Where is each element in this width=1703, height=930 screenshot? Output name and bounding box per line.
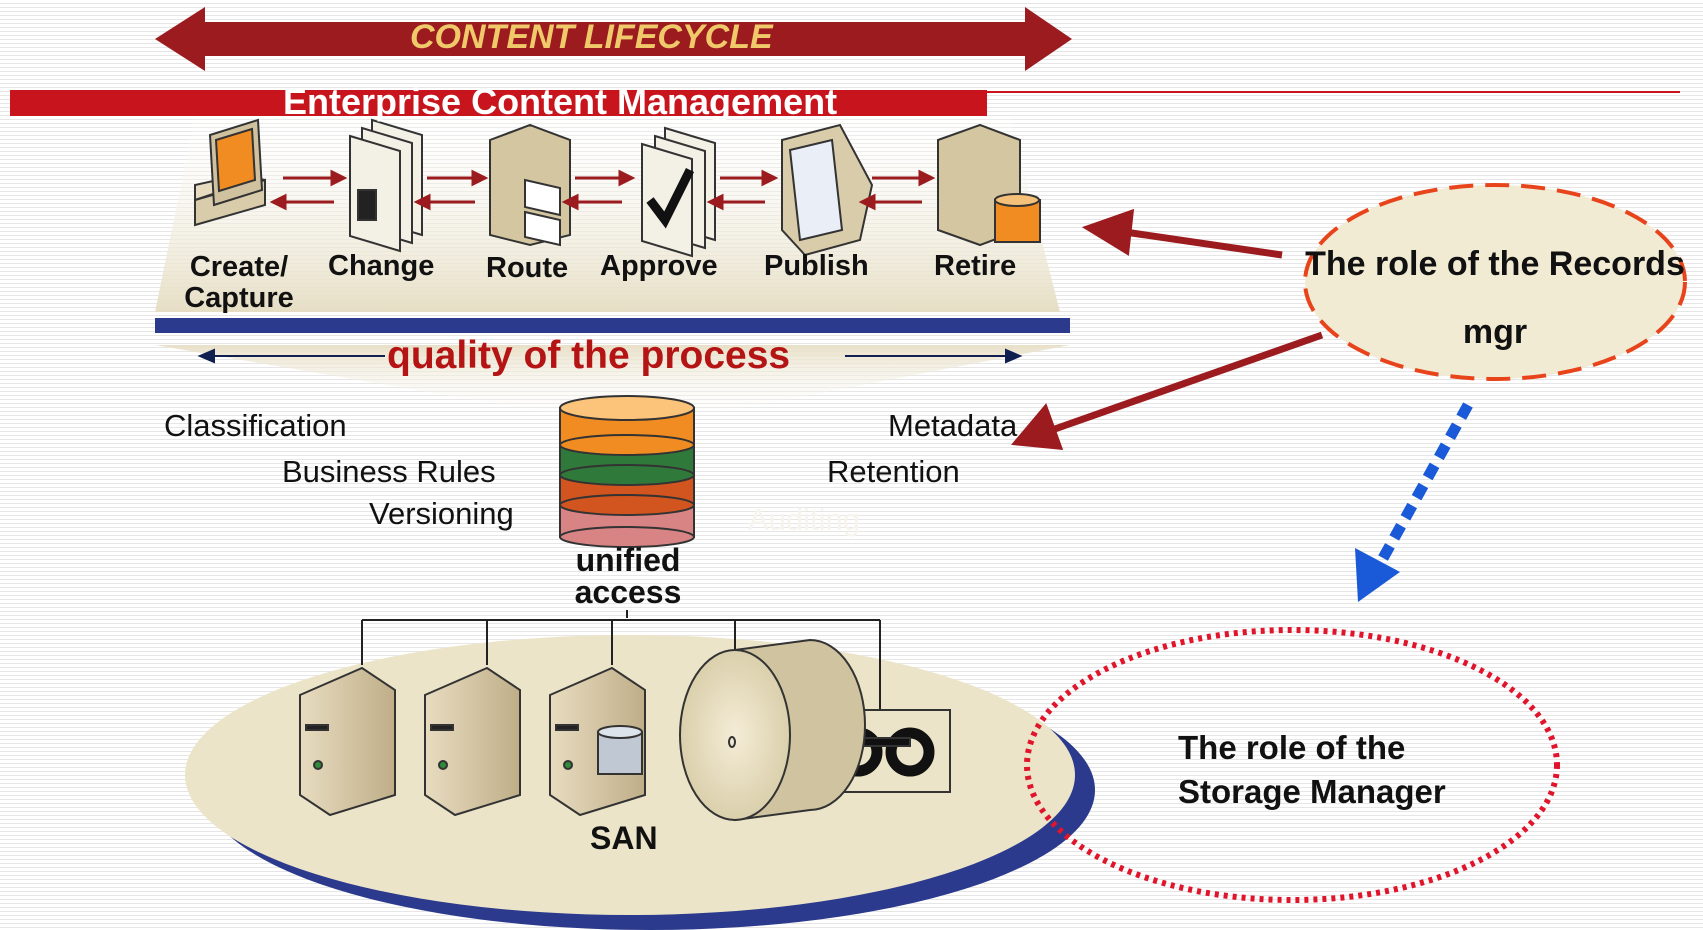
storage-manager-label: The role of the Storage Manager [1178, 729, 1446, 810]
ecm-label: Enterprise Content Management [283, 81, 838, 122]
delegation-arrow [1377, 402, 1473, 563]
archive-server-icon [937, 123, 1041, 247]
disk-server-icon [549, 666, 646, 817]
publishing-monitor-icon [781, 123, 874, 257]
records-manager-callout [1303, 183, 1687, 381]
quality-arrow [197, 348, 1023, 364]
process-arrows [269, 169, 936, 211]
san-connections [361, 610, 881, 710]
lifecycle-arrow [155, 7, 1072, 71]
callout-arrows [1011, 208, 1324, 451]
approved-document-icon [641, 126, 716, 258]
step-create-capture: Create/ Capture [184, 251, 294, 314]
ecm-bar [10, 90, 987, 116]
feature-auditing: Auditing [748, 502, 861, 537]
process-underline [155, 318, 1070, 333]
routing-server-icon [489, 123, 571, 247]
feature-business-rules: Business Rules [282, 454, 496, 489]
quality-label: quality of the process [387, 334, 791, 377]
step-retire: Retire [934, 250, 1017, 282]
feature-metadata: Metadata [888, 408, 1018, 443]
repository-database-icon [559, 395, 695, 548]
records-manager-label: The role of the Records mgr [1305, 245, 1685, 351]
disk-drum-icon [679, 638, 866, 822]
storage-manager-callout [1024, 627, 1560, 903]
delegation-arrowhead [1355, 548, 1400, 602]
step-route: Route [486, 252, 569, 284]
step-publish: Publish [764, 250, 869, 282]
feature-classification: Classification [164, 408, 347, 443]
server-icon [424, 666, 521, 817]
step-approve: Approve [600, 250, 718, 282]
server-icon [299, 666, 396, 817]
san-label: SAN [590, 820, 658, 856]
lifecycle-label: CONTENT LIFECYCLE [410, 18, 773, 56]
feature-retention: Retention [827, 454, 960, 489]
workstation-icon [194, 118, 266, 227]
feature-versioning: Versioning [369, 496, 514, 531]
documents-icon [349, 118, 423, 253]
unified-access-label: unified access [574, 542, 682, 610]
step-change: Change [328, 250, 435, 282]
repository-cone [155, 345, 1070, 420]
